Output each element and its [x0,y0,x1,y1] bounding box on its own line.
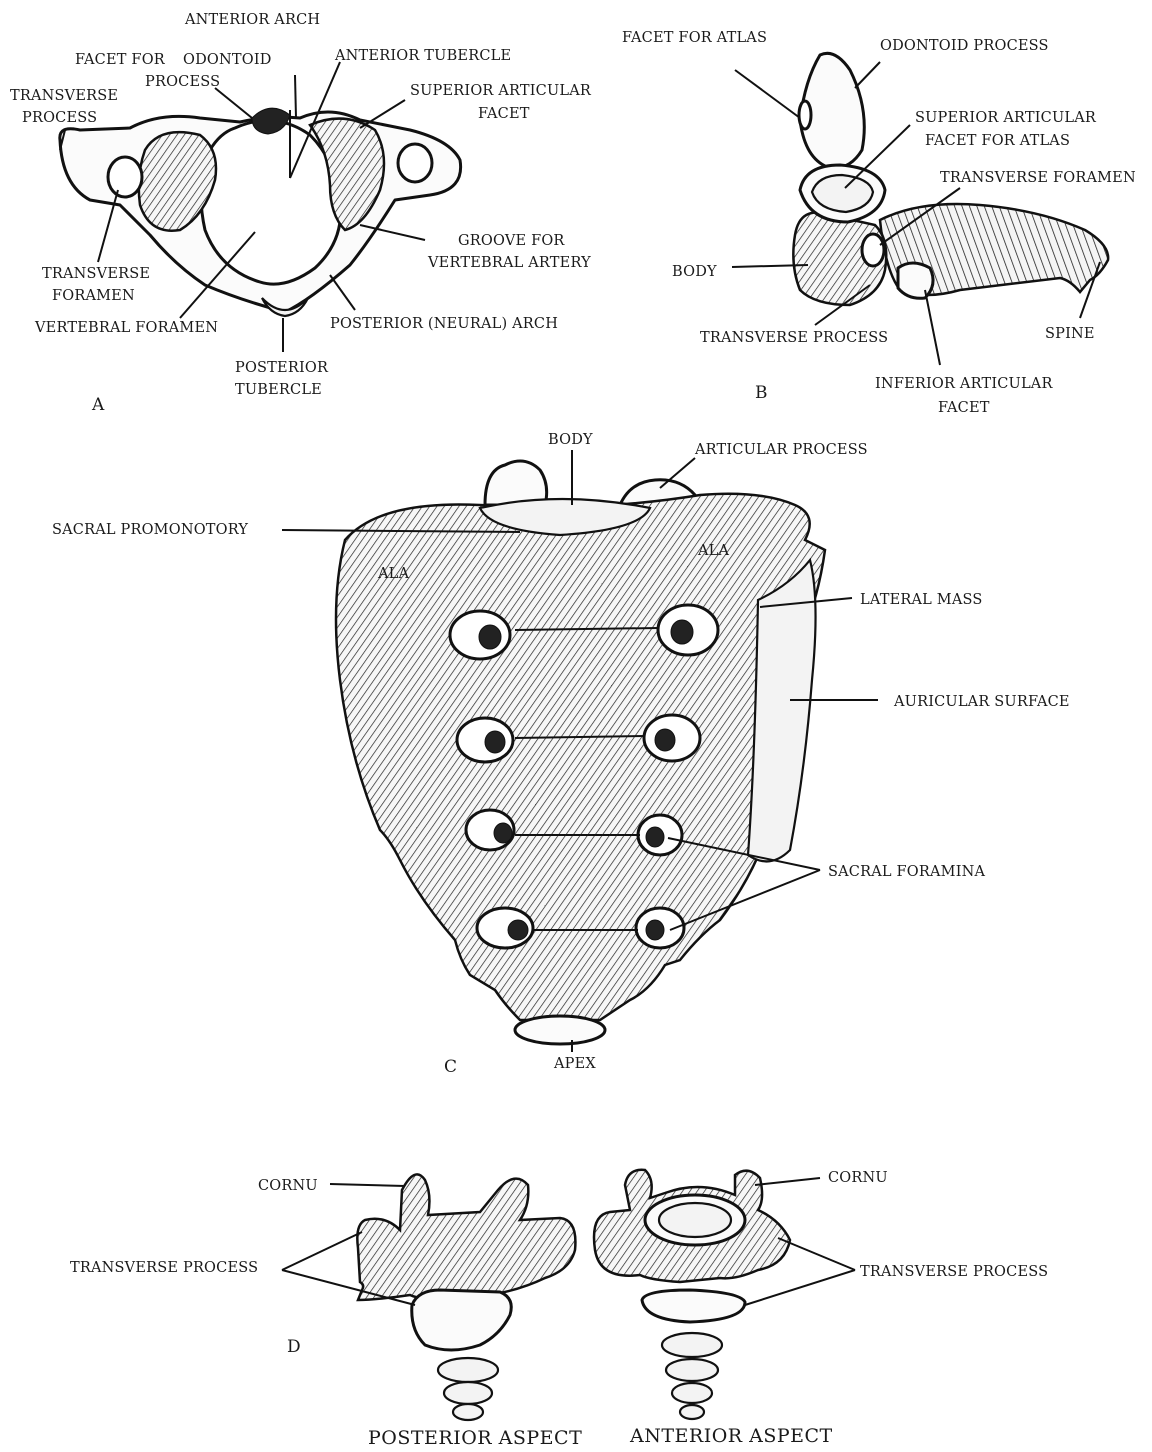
label-posterior-aspect: POSTERIOR ASPECT [368,1427,582,1449]
label-axis-transverse-process: TRANSVERSE PROCESS [700,330,888,346]
label-superior-facet-atlas-1: SUPERIOR ARTICULAR [915,110,1097,126]
label-axis-transverse-foramen: TRANSVERSE FORAMEN [940,170,1136,186]
label-inferior-facet-2: FACET [938,400,990,416]
label-coccyx-transverse-process-right: TRANSVERSE PROCESS [860,1264,1048,1280]
coccyx-labels: CORNU CORNU TRANSVERSE PROCESS TRANSVERS… [70,1170,1048,1449]
panel-letter-a: A [91,395,105,415]
label-articular-process: ARTICULAR PROCESS [694,442,868,458]
label-auricular-surface: AURICULAR SURFACE [893,694,1070,710]
label-superior-facet-atlas-2: FACET FOR ATLAS [925,133,1070,149]
label-process: PROCESS [145,74,220,90]
panel-letter-c: C [444,1057,457,1077]
label-groove-2: VERTEBRAL ARTERY [427,255,591,271]
label-sacrum-body: BODY [548,432,593,448]
label-lateral-mass: LATERAL MASS [860,592,983,608]
label-superior-articular-facet-2: FACET [478,106,530,122]
label-cornu-left: CORNU [258,1178,318,1194]
label-inferior-facet-1: INFERIOR ARTICULAR [875,376,1053,392]
panel-letter-d: D [287,1337,301,1357]
label-sacral-foramina: SACRAL FORAMINA [828,864,986,880]
label-transverse-process-2: PROCESS [22,110,97,126]
label-spine: SPINE [1045,326,1095,342]
coccyx-anterior-drawing [594,1170,790,1419]
label-sacral-promontory: SACRAL PROMONOTORY [52,522,248,538]
label-posterior-tubercle-1: POSTERIOR [235,360,329,376]
label-anterior-aspect: ANTERIOR ASPECT [629,1425,833,1447]
label-transverse-foramen-2: FORAMEN [52,288,135,304]
sacrum-drawing [336,461,825,1044]
label-transverse-foramen-1: TRANSVERSE [42,266,150,282]
label-anterior-arch: ANTERIOR ARCH [184,12,320,28]
label-vertebral-foramen: VERTEBRAL FORAMEN [34,320,218,336]
label-posterior-arch: POSTERIOR (NEURAL) ARCH [330,316,558,332]
label-odontoid: ODONTOID [183,52,272,68]
label-transverse-process-1: TRANSVERSE [10,88,118,104]
label-superior-articular-facet-1: SUPERIOR ARTICULAR [410,83,592,99]
label-facet-for: FACET FOR [75,52,166,68]
label-groove-1: GROOVE FOR [458,233,565,249]
label-cornu-right: CORNU [828,1170,888,1186]
label-odontoid-process: ODONTOID PROCESS [880,38,1049,54]
label-facet-for-atlas: FACET FOR ATLAS [622,30,767,46]
label-posterior-tubercle-2: TUBERCLE [235,382,322,398]
label-coccyx-transverse-process-left: TRANSVERSE PROCESS [70,1260,258,1276]
label-anterior-tubercle: ANTERIOR TUBERCLE [334,48,511,64]
label-apex: APEX [553,1056,596,1072]
panel-letter-b: B [755,383,768,403]
coccyx-posterior-drawing [357,1174,575,1452]
label-ala-right: ALA [697,543,730,559]
label-ala-left: ALA [377,566,410,582]
label-axis-body: BODY [672,264,717,280]
atlas-drawing [60,108,461,316]
